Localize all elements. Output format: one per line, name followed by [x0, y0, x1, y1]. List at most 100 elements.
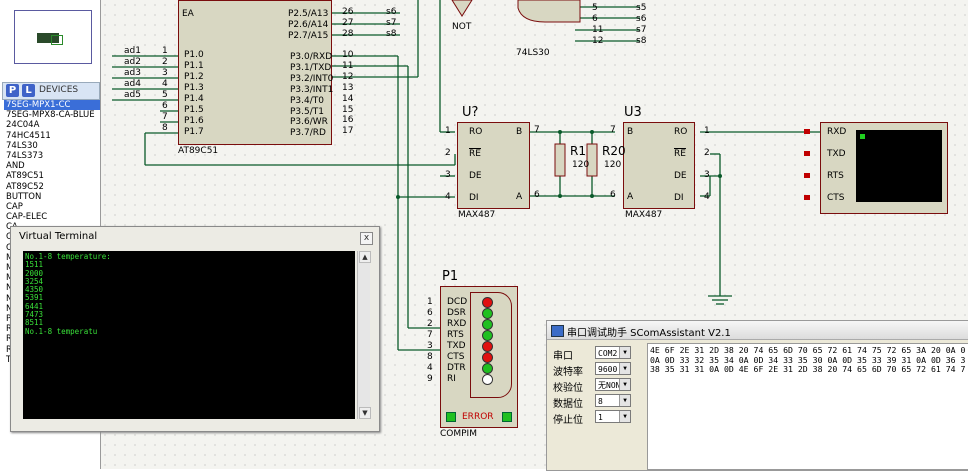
close-button[interactable]: x: [360, 232, 373, 245]
pin-number: 1: [704, 126, 710, 136]
preview-viewport: [51, 35, 63, 45]
setting-select[interactable]: 1▼: [595, 410, 631, 423]
pin-number: 13: [342, 82, 354, 93]
setting-select[interactable]: 9600▼: [595, 362, 631, 375]
terminal-scrollbar[interactable]: ▲ ▼: [357, 251, 371, 419]
device-item[interactable]: R: [6, 334, 12, 345]
status-led-icon: [482, 330, 493, 341]
chevron-down-icon[interactable]: ▼: [619, 411, 630, 422]
serial-assistant-title: 串口调试助手 SComAssistant V2.1: [567, 328, 731, 339]
library-button[interactable]: L: [22, 84, 35, 97]
device-item[interactable]: M: [4, 263, 100, 273]
pin-number: 1: [427, 297, 433, 307]
chevron-down-icon[interactable]: ▼: [619, 347, 630, 358]
u-left-part: MAX487: [458, 210, 496, 220]
pin-number: 7: [162, 112, 168, 122]
device-item[interactable]: AT89C52: [6, 181, 44, 192]
u-left-chip[interactable]: [457, 122, 530, 209]
device-item[interactable]: 74LS30: [6, 140, 38, 151]
mcu-chip[interactable]: [178, 0, 332, 145]
device-item[interactable]: 7SEG-MPX1-CC: [4, 100, 100, 111]
setting-value: COM2: [598, 349, 618, 358]
r20-ref: R20: [602, 144, 626, 158]
pin-name: P3.4/T0: [290, 95, 324, 106]
pin-number: 28: [342, 29, 354, 39]
pin-name: P3.6/WR: [290, 117, 328, 128]
pin-name: B: [516, 127, 523, 137]
serial-assistant-titlebar[interactable]: 串口调试助手 SComAssistant V2.1: [547, 321, 968, 340]
pin-name: P3.5/T1: [290, 106, 324, 117]
pin-number: 6: [427, 308, 433, 318]
device-item[interactable]: AND: [6, 161, 25, 172]
scroll-down-icon[interactable]: ▼: [359, 407, 371, 419]
setting-select[interactable]: 无NONE▼: [595, 378, 631, 391]
pin-number: 11: [342, 60, 354, 71]
device-item[interactable]: N: [4, 283, 100, 293]
terminal-line: 8511: [25, 318, 44, 328]
receive-area[interactable]: 4E 6F 2E 31 2D 38 20 74 65 6D 70 65 72 6…: [647, 343, 968, 470]
p1-ref: P1: [442, 269, 459, 284]
not-gate-icon: [451, 0, 473, 17]
setting-value: 8: [598, 397, 603, 406]
device-item[interactable]: CAP-ELEC: [6, 212, 48, 223]
chevron-down-icon[interactable]: ▼: [619, 379, 630, 390]
u-right-chip[interactable]: [623, 122, 695, 209]
pin-number: 7: [534, 125, 540, 135]
pin-marker: [804, 173, 810, 178]
chevron-down-icon[interactable]: ▼: [619, 363, 630, 374]
scroll-up-icon[interactable]: ▲: [359, 251, 371, 263]
pin-name: DSR: [447, 308, 466, 318]
pin-number: 2: [445, 148, 451, 158]
p1-compim[interactable]: [440, 286, 518, 428]
setting-value: 无NONE: [598, 381, 626, 390]
devices-title: DEVICES: [39, 85, 79, 95]
device-item[interactable]: 7SEG-MPX8-CA-BLUE: [6, 110, 95, 121]
terminal-line: No.1-8 temperatu: [25, 326, 98, 336]
device-item[interactable]: N: [4, 304, 100, 314]
overview-preview[interactable]: [14, 10, 92, 64]
hex-line: 4E 6F 2E 31 2D 38 20 74 65 6D 70 65 72 6…: [650, 345, 966, 355]
virtual-terminal-title: Virtual Terminal: [19, 231, 98, 242]
device-item[interactable]: 24C04A: [6, 120, 40, 131]
net-label: ad3: [124, 68, 141, 78]
device-item[interactable]: CAP: [6, 201, 23, 212]
device-item[interactable]: 74HC4511: [6, 130, 51, 141]
terminal-line: No.1-8 temperature:: [25, 252, 111, 261]
pin-number: 15: [342, 104, 354, 115]
virtual-terminal-window[interactable]: Virtual Terminal x No.1-8 temperature:15…: [10, 226, 380, 432]
device-item[interactable]: R: [6, 324, 12, 335]
device-item[interactable]: 74LS373: [6, 150, 44, 161]
pin-name: B: [627, 127, 634, 137]
device-item[interactable]: M: [4, 253, 100, 263]
device-item[interactable]: M: [4, 273, 100, 283]
pin-name: RO: [469, 127, 483, 137]
pin-number: 17: [342, 126, 354, 137]
setting-label: 停止位: [553, 415, 583, 426]
pin-number: 9: [427, 374, 433, 384]
device-item[interactable]: N: [4, 294, 100, 304]
u-left-ref: U?: [462, 105, 479, 120]
device-item[interactable]: R: [6, 344, 12, 355]
not-gate-label: NOT: [452, 22, 472, 32]
setting-select[interactable]: 8▼: [595, 394, 631, 407]
net-label: s6: [386, 7, 397, 17]
device-item[interactable]: BUTTON: [6, 191, 42, 202]
setting-label: 波特率: [553, 367, 583, 378]
resistor-r1-icon: [554, 143, 566, 177]
pin-name: RO: [674, 127, 688, 137]
pin-name: DCD: [447, 297, 468, 307]
device-item[interactable]: AT89C51: [6, 171, 44, 182]
status-led-icon: [482, 319, 493, 330]
pin-name: P1.1: [184, 61, 204, 71]
chevron-down-icon[interactable]: ▼: [619, 395, 630, 406]
setting-select[interactable]: COM2▼: [595, 346, 631, 359]
status-led-icon: [482, 363, 493, 374]
pick-devices-button[interactable]: P: [6, 84, 19, 97]
net-label: ad2: [124, 57, 141, 67]
device-item[interactable]: P: [6, 313, 12, 324]
